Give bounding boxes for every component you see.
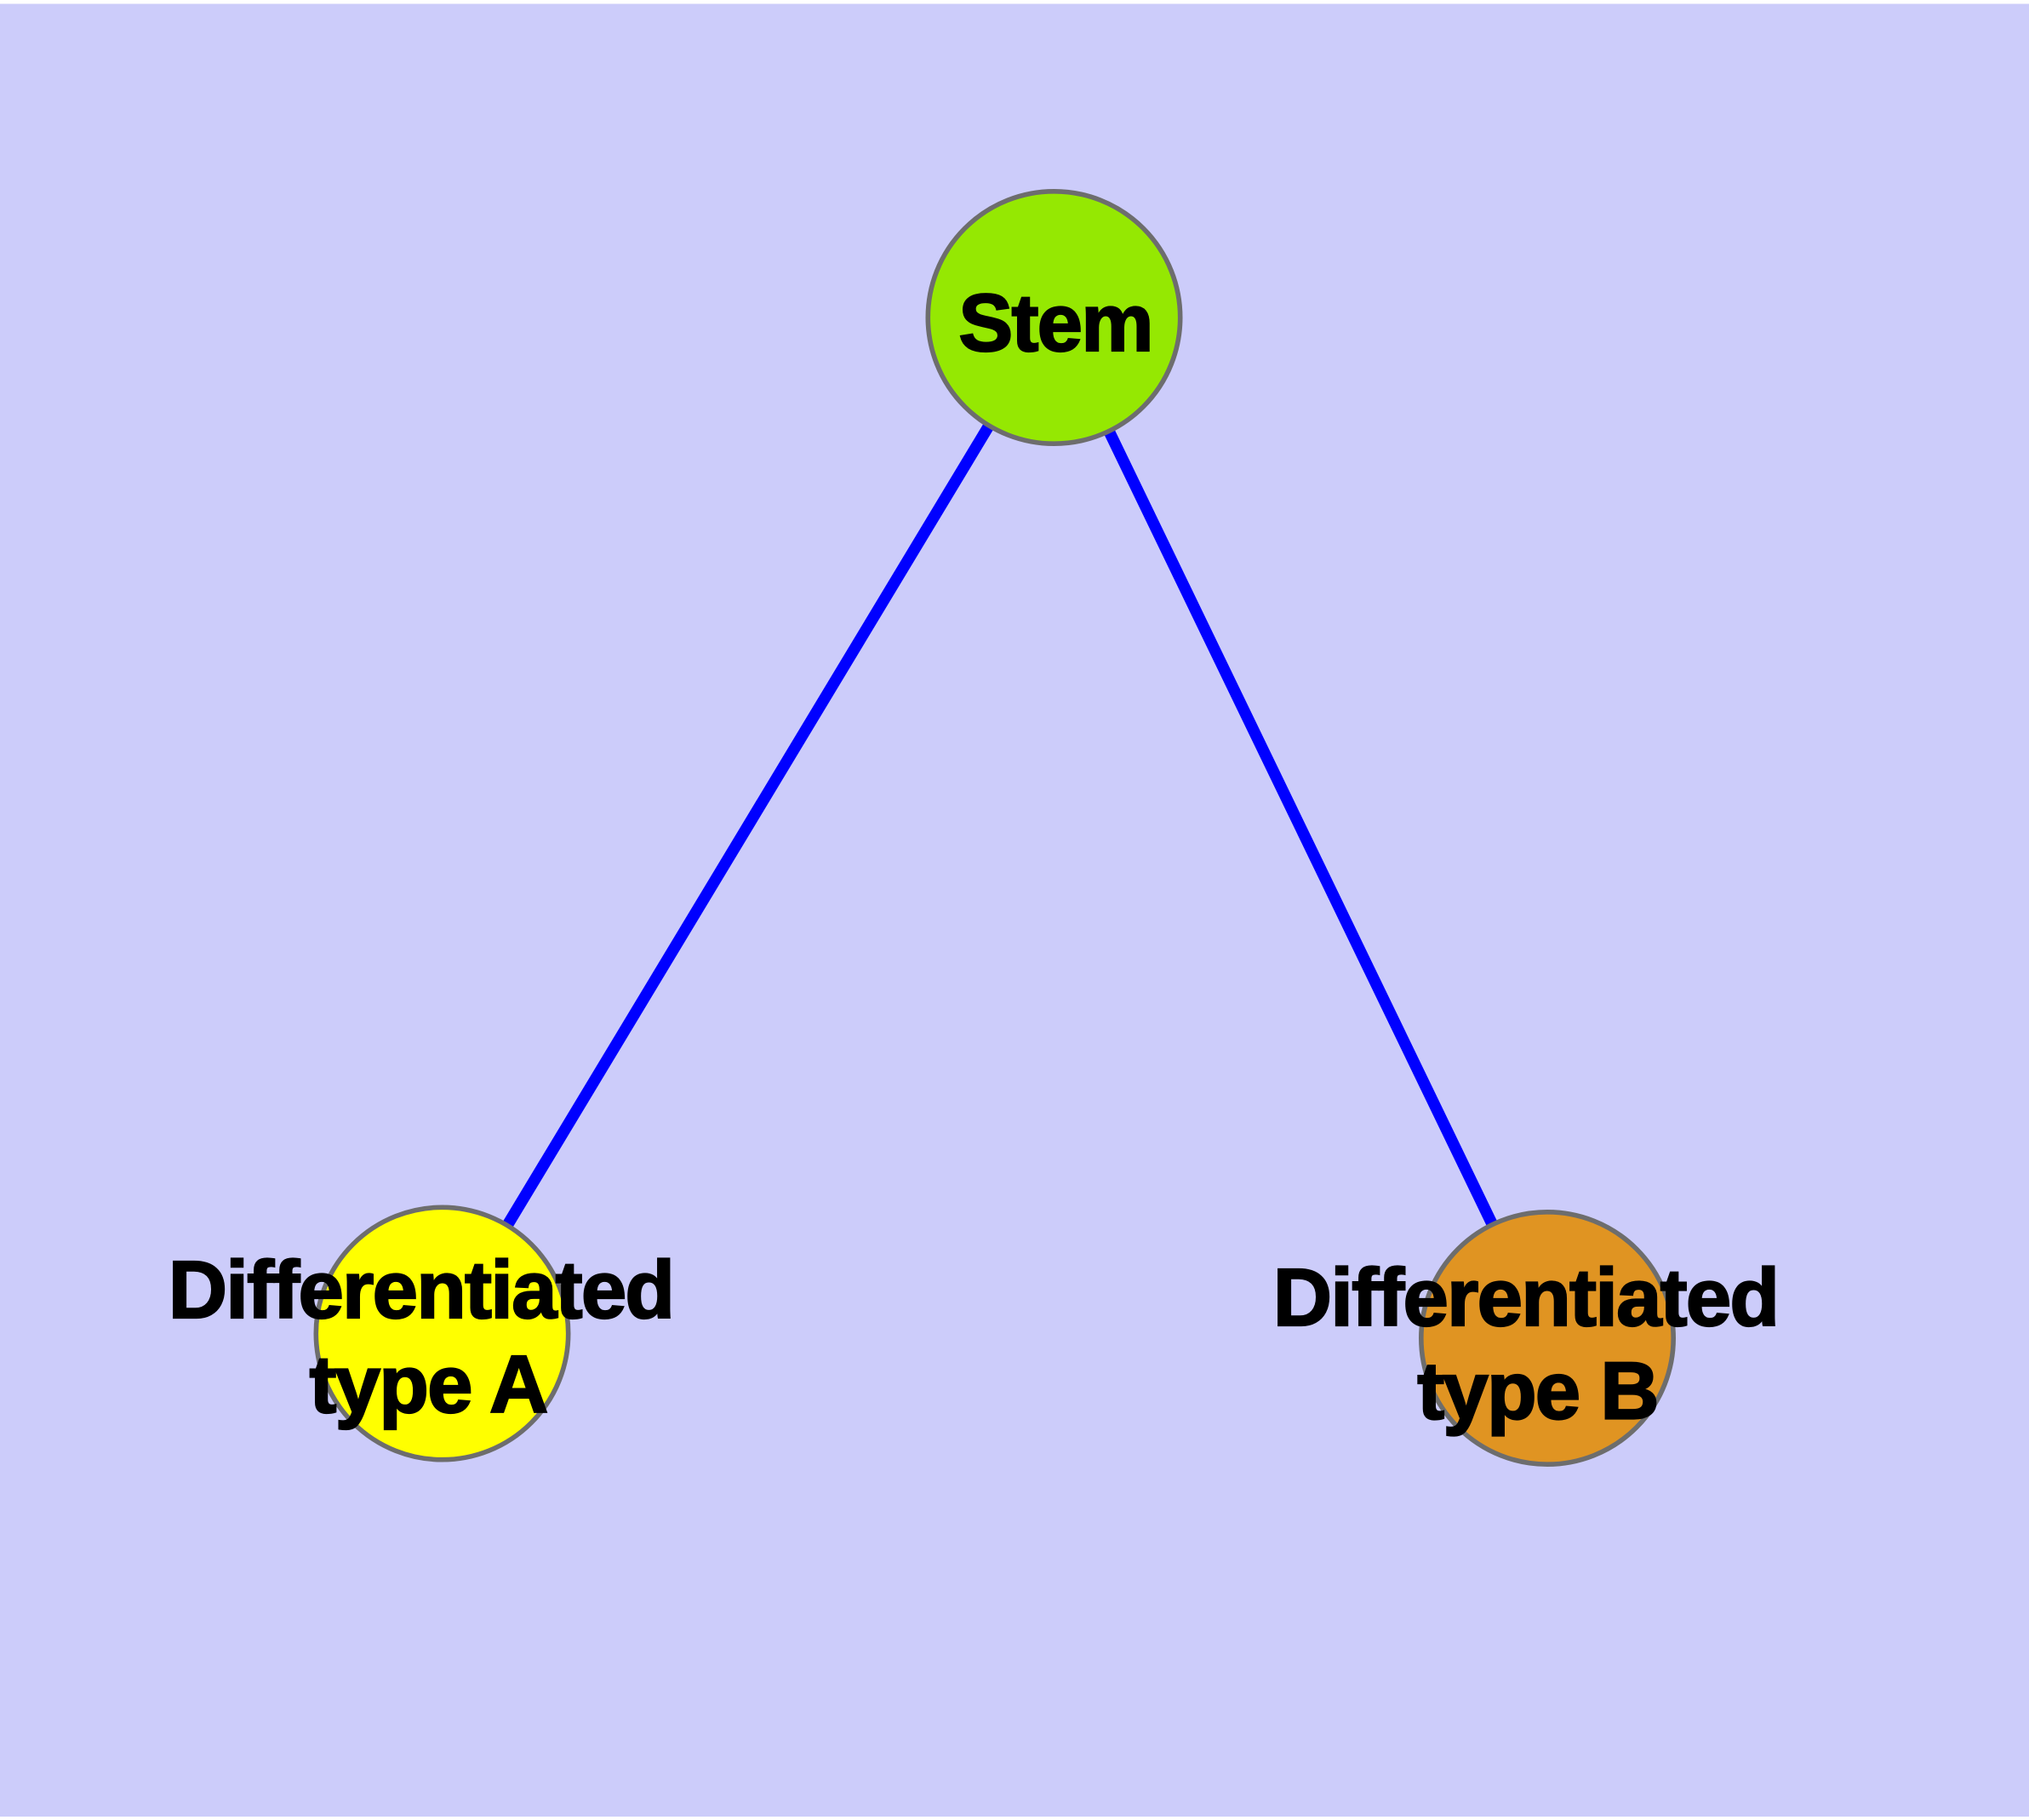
svg-text:type B: type B: [1417, 1346, 1658, 1437]
svg-text:Differentiated: Differentiated: [169, 1245, 674, 1336]
svg-text:Differentiated: Differentiated: [1273, 1252, 1779, 1343]
svg-text:type A: type A: [309, 1339, 546, 1430]
svg-text:Stem: Stem: [958, 278, 1152, 369]
